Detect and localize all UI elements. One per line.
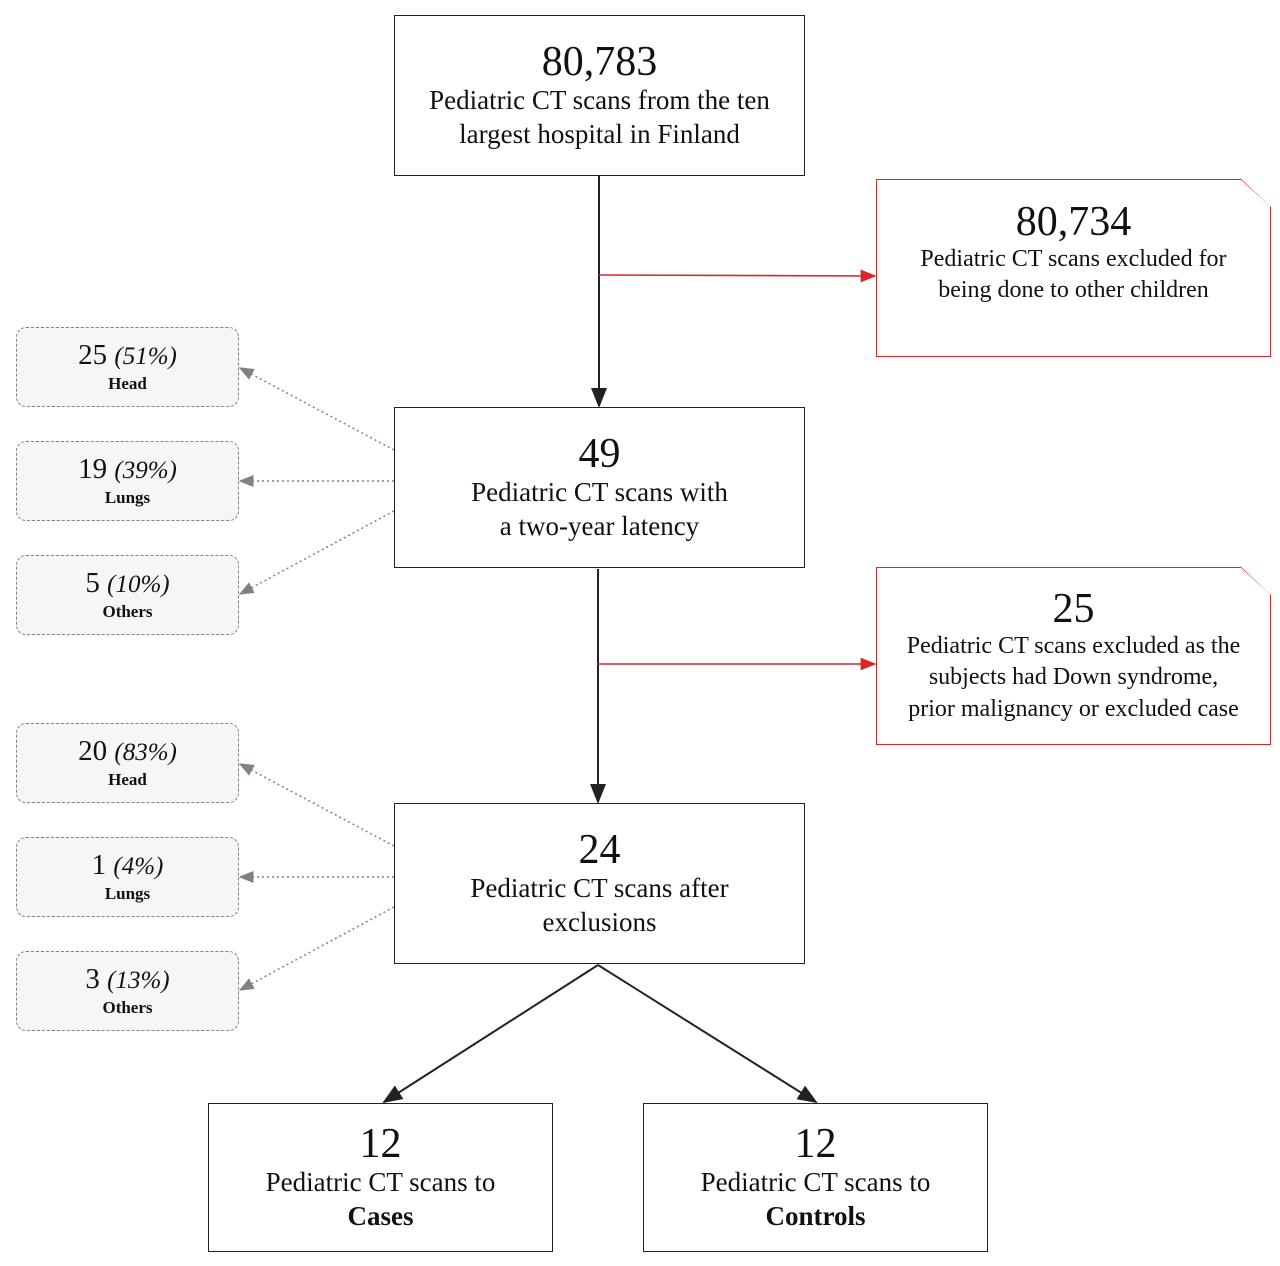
after-head-count: 20 (78, 734, 108, 767)
after-exclusions-box: 24 Pediatric CT scans after exclusions (394, 803, 805, 964)
latency-head-label: Head (108, 374, 147, 394)
latency-lungs-pct: (39%) (114, 456, 177, 484)
exclusion-other-children-line1: Pediatric CT scans excluded for (920, 245, 1227, 272)
controls-box: 12 Pediatric CT scans to Controls (643, 1103, 988, 1252)
latency-lungs-count: 19 (78, 452, 108, 485)
total-scans-desc-line1: Pediatric CT scans from the ten (429, 84, 770, 115)
controls-label: Controls (765, 1200, 866, 1231)
exclusion-conditions-line2: subjects had Down syndrome, (928, 664, 1219, 691)
arrow-exclusion1 (598, 269, 877, 283)
latency-others-pct: (10%) (107, 570, 170, 598)
after-others-box: 3 (13%) Others (16, 951, 239, 1031)
cases-label: Cases (347, 1200, 414, 1231)
exclusion-other-children-box: 80,734 Pediatric CT scans excluded for b… (876, 179, 1271, 357)
exclusion-conditions-line3: prior malignancy or excluded case (908, 695, 1239, 722)
after-head-pct: (83%) (114, 738, 177, 766)
controls-count: 12 (794, 1120, 837, 1167)
after-exclusions-count: 24 (578, 826, 621, 873)
arrow-latency-head (238, 367, 395, 451)
latency-scans-box: 49 Pediatric CT scans with a two-year la… (394, 407, 805, 568)
after-lungs-count: 1 (91, 848, 107, 881)
cases-box: 12 Pediatric CT scans to Cases (208, 1103, 553, 1252)
after-others-pct: (13%) (107, 966, 170, 994)
after-head-box: 20 (83%) Head (16, 723, 239, 803)
after-exclusions-line1: Pediatric CT scans after (470, 872, 729, 903)
latency-lungs-label: Lungs (104, 488, 151, 508)
exclusion-conditions-box: 25 Pediatric CT scans excluded as the su… (876, 567, 1271, 745)
arrow-after-to-cases (382, 964, 599, 1104)
exclusion-conditions-count: 25 (1052, 586, 1095, 633)
arrow-after-others (238, 906, 395, 991)
total-scans-box: 80,783 Pediatric CT scans from the ten l… (394, 15, 805, 176)
exclusion-other-children-count: 80,734 (1015, 198, 1132, 245)
after-others-label: Others (102, 998, 153, 1018)
latency-others-count: 5 (85, 566, 100, 599)
latency-others-label: Others (102, 602, 153, 622)
latency-head-count: 25 (78, 338, 108, 371)
exclusion-conditions-line1: Pediatric CT scans excluded as the (906, 633, 1241, 660)
after-lungs-pct: (4%) (113, 852, 164, 880)
arrow-latency-others (238, 510, 395, 595)
arrow-after-head (238, 763, 395, 847)
latency-scans-line1: Pediatric CT scans with (471, 476, 728, 507)
total-scans-count: 80,783 (541, 38, 658, 85)
exclusion-other-children-line2: being done to other children (938, 277, 1209, 304)
cases-line1: Pediatric CT scans to (265, 1166, 496, 1197)
after-others-count: 3 (85, 962, 100, 995)
latency-scans-count: 49 (578, 430, 621, 477)
after-lungs-label: Lungs (104, 884, 151, 904)
total-scans-desc-line2: largest hospital in Finland (459, 118, 740, 149)
latency-lungs-box: 19 (39%) Lungs (16, 441, 239, 521)
controls-line1: Pediatric CT scans to (700, 1166, 931, 1197)
latency-others-box: 5 (10%) Others (16, 555, 239, 635)
latency-head-box: 25 (51%) Head (16, 327, 239, 407)
after-head-label: Head (108, 770, 147, 790)
after-lungs-box: 1 (4%) Lungs (16, 837, 239, 917)
latency-scans-line2: a two-year latency (499, 510, 700, 541)
cases-count: 12 (359, 1120, 402, 1167)
arrow-after-to-controls (597, 964, 818, 1104)
after-exclusions-line2: exclusions (542, 906, 657, 937)
latency-head-pct: (51%) (114, 342, 177, 370)
